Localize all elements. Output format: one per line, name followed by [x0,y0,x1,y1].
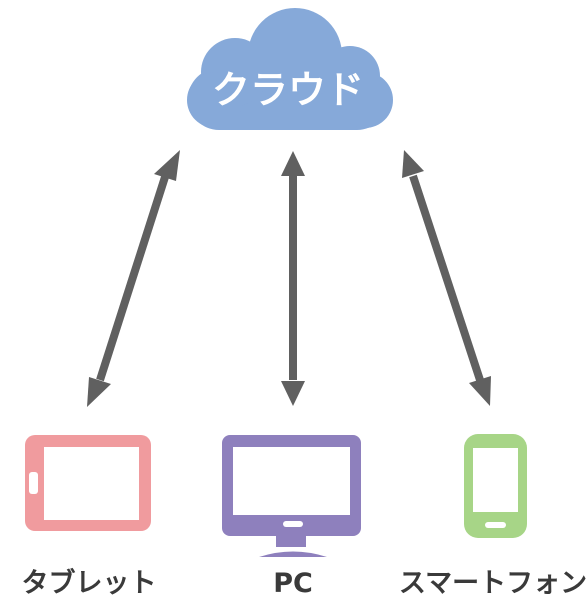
tablet-label: タブレット [22,567,157,599]
monitor-icon [222,435,361,557]
pc-label: PC [273,568,313,599]
arrow-pc [281,151,305,406]
arrow-smartphone [402,150,491,406]
smartphone-icon [464,434,527,538]
cloud-node: クラウド [187,8,393,130]
tablet-icon [25,435,151,531]
cloud-label: クラウド [212,68,364,112]
smartphone-label: スマートフォン [399,568,587,599]
cloud-icon [187,8,393,130]
tablet-node: タブレット [22,435,157,599]
pc-node: PC [222,435,361,599]
arrow-tablet [87,150,180,407]
smartphone-node: スマートフォン [399,434,587,599]
